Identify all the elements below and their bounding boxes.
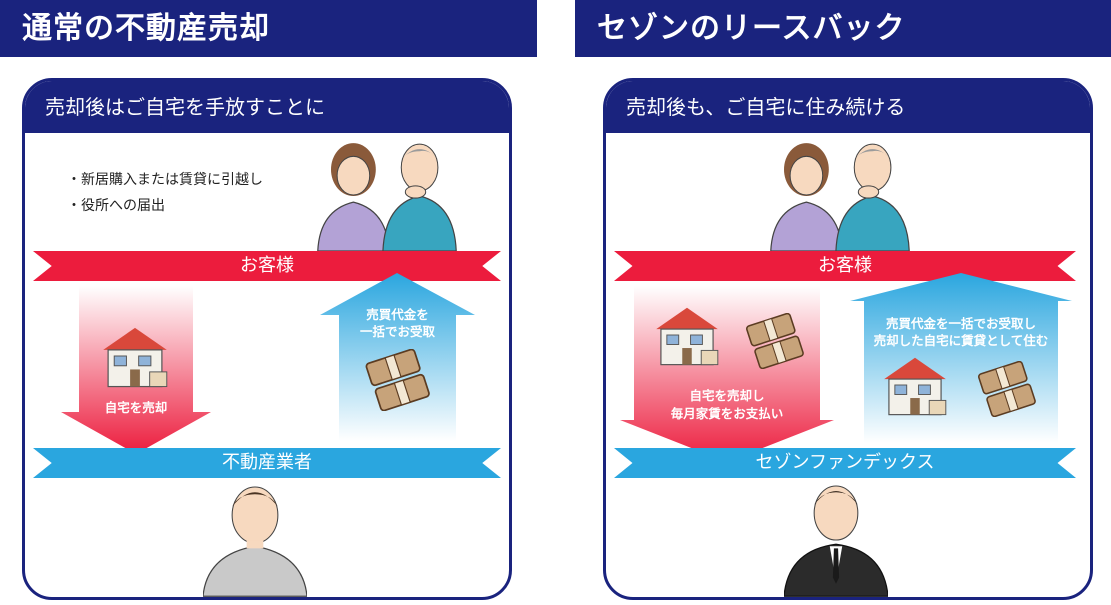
customer-ribbon: お客様: [33, 251, 501, 281]
panel-title: セゾンのリースバック: [575, 0, 1111, 57]
money-bundle-icon: [365, 349, 431, 411]
agent-ribbon: 不動産業者: [33, 448, 501, 478]
money-bundle-icon: [746, 313, 805, 369]
panel-leaseback: セゾンのリースバック 売却後も、ご自宅に住み続ける お客様 自宅を売却し 毎月家…: [575, 0, 1111, 605]
customer-ribbon: お客様: [614, 251, 1076, 281]
agent-ribbon: セゾンファンデックス: [614, 448, 1076, 478]
house-icon: [102, 327, 168, 388]
house-icon: [655, 307, 719, 366]
bullet-list: 新居購入または賃貸に引越し 役所への届出: [67, 167, 263, 219]
bullet-item: 役所への届出: [67, 193, 263, 219]
panel-conventional-sale: 通常の不動産売却 売却後はご自宅を手放すことに 新居購入または賃貸に引越し 役所…: [0, 0, 537, 605]
up-arrow-label-2: 一括でお受取: [359, 324, 435, 339]
house-icon: [883, 357, 947, 416]
bullet-item: 新居購入または賃貸に引越し: [67, 167, 263, 193]
couple-illustration: [317, 142, 457, 251]
down-arrow-label-2: 毎月家賃をお支払い: [670, 406, 784, 421]
agent-illustration: [203, 486, 307, 597]
down-arrow-label: 自宅を売却: [104, 400, 168, 415]
up-arrow-label-1: 売買代金を: [366, 307, 429, 322]
card-header: 売却後も、ご自宅に住み続ける: [606, 81, 1090, 133]
explanation-card: 売却後はご自宅を手放すことに 新居購入または賃貸に引越し 役所への届出 お客様 …: [22, 78, 512, 600]
up-arrow-label-1: 売買代金を一括でお受取し: [885, 316, 1036, 331]
couple-illustration: [770, 142, 910, 251]
up-arrow-label-2: 売却した自宅に賃貸として住む: [873, 333, 1049, 348]
card-header: 売却後はご自宅を手放すことに: [25, 81, 509, 133]
agent-illustration: [784, 485, 888, 597]
panel-title: 通常の不動産売却: [0, 0, 537, 57]
explanation-card: 売却後も、ご自宅に住み続ける お客様 自宅を売却し 毎月家賃をお支払い 売買代金…: [603, 78, 1093, 600]
money-bundle-icon: [978, 361, 1037, 417]
down-arrow-label-1: 自宅を売却し: [689, 388, 765, 403]
